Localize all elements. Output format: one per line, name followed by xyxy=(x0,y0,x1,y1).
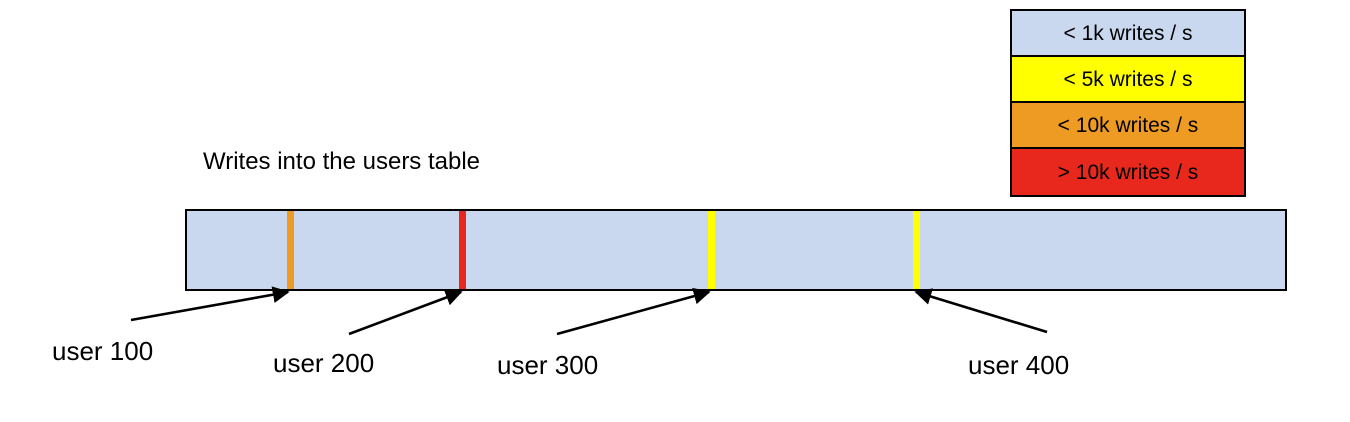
legend-item-lt-10k: < 10k writes / s xyxy=(1012,103,1244,149)
label-user-400: user 400 xyxy=(968,350,1070,380)
label-user-300: user 300 xyxy=(497,350,599,380)
marker-user-200 xyxy=(459,211,466,289)
label-user-200: user 200 xyxy=(273,348,375,378)
chart-title: Writes into the users table xyxy=(203,148,481,175)
users-table-band xyxy=(185,209,1287,291)
arrow-user-300 xyxy=(556,287,711,336)
legend-item-label: > 10k writes / s xyxy=(1057,160,1199,184)
arrow-user-100 xyxy=(130,286,290,322)
arrow-user-200 xyxy=(348,289,463,336)
marker-user-300 xyxy=(708,211,715,289)
marker-user-100 xyxy=(287,211,294,289)
arrow-user-400 xyxy=(914,288,1048,334)
legend-item-lt-5k: < 5k writes / s xyxy=(1012,57,1244,103)
legend: < 1k writes / s < 5k writes / s < 10k wr… xyxy=(1010,9,1246,197)
marker-user-400 xyxy=(913,211,920,289)
legend-item-lt-1k: < 1k writes / s xyxy=(1012,11,1244,57)
label-user-100: user 100 xyxy=(52,336,154,366)
legend-item-label: < 1k writes / s xyxy=(1063,21,1193,45)
legend-item-label: < 10k writes / s xyxy=(1057,113,1199,137)
legend-item-gt-10k: > 10k writes / s xyxy=(1012,149,1244,195)
legend-item-label: < 5k writes / s xyxy=(1063,67,1193,91)
